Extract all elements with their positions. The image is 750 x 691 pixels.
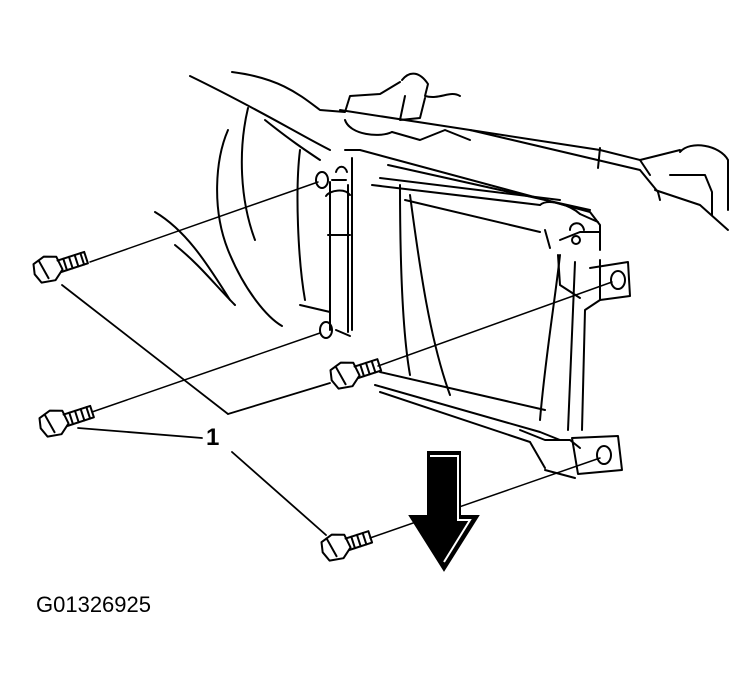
lower-right-bracket (544, 435, 623, 479)
fender-panel (154, 107, 331, 327)
down-arrow-icon (408, 451, 480, 572)
support-strut (325, 165, 351, 337)
bolt-middle-left (38, 404, 95, 438)
bolt-upper-left (32, 250, 89, 284)
bolt-center (329, 358, 383, 390)
upper-right-bracket (557, 222, 631, 301)
callout-number: 1 (206, 424, 220, 451)
bolt-lower (320, 530, 374, 562)
callout-leaders (61, 284, 331, 536)
alignment-lines (89, 181, 613, 539)
figure-id: G01326925 (36, 592, 151, 617)
strut-mount-holes (315, 171, 333, 339)
radiator-support-outline (189, 71, 729, 231)
radiator-core (344, 149, 601, 469)
